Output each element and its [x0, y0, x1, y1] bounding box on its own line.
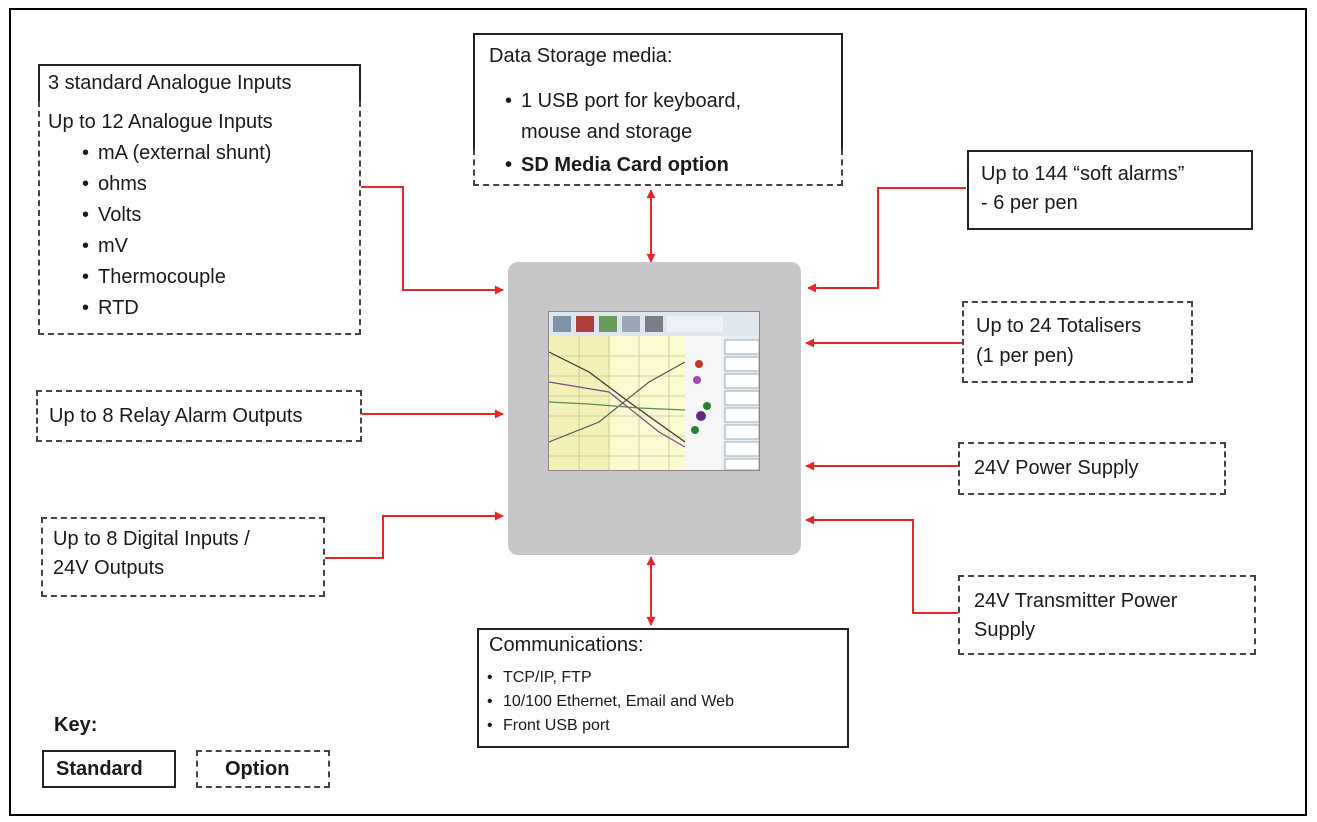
arrow-alarms [807, 187, 966, 293]
key-title: Key: [54, 714, 98, 736]
totalisers-box: Up to 24 Totalisers (1 per pen) [962, 301, 1193, 383]
recorder-screen-image [548, 311, 760, 471]
arrow-digital [325, 511, 504, 559]
analogue-input-list: mA (external shunt) ohms Volts mV Thermo… [82, 138, 271, 324]
power-supply-box: 24V Power Supply [958, 442, 1226, 495]
key-option-box: Option [196, 750, 330, 788]
storage-item-line1: 1 USB port for keyboard, [521, 90, 742, 112]
transmitter-power-line2: Supply [974, 619, 1036, 641]
arrow-analogue [360, 186, 504, 295]
list-item: RTD [82, 293, 271, 324]
list-item: ohms [82, 169, 271, 200]
key-standard-box: Standard [42, 750, 176, 788]
storage-title: Data Storage media: [489, 45, 673, 67]
storage-box: Data Storage media: 1 USB port for keybo… [473, 33, 843, 151]
digital-io-line1: Up to 8 Digital Inputs / [53, 528, 250, 550]
standard-analogue-box: 3 standard Analogue Inputs [38, 64, 361, 103]
transmitter-power-line1: 24V Transmitter Power [974, 590, 1178, 612]
soft-alarms-box: Up to 144 “soft alarms” - 6 per pen [967, 150, 1253, 230]
list-item: 10/100 Ethernet, Email and Web [487, 690, 734, 714]
list-item: mV [82, 231, 271, 262]
storage-option-list: SD Media Card option [505, 150, 729, 181]
totalisers-line2: (1 per pen) [976, 345, 1074, 367]
recorder-screen-graphic [549, 312, 759, 470]
key-standard-label: Standard [56, 758, 143, 780]
arrow-transmitter [805, 515, 958, 614]
optional-analogue-title: Up to 12 Analogue Inputs [48, 111, 273, 133]
soft-alarms-line2: - 6 per pen [981, 192, 1078, 214]
soft-alarms-line1: Up to 144 “soft alarms” [981, 163, 1185, 185]
list-item: 1 USB port for keyboard, mouse and stora… [505, 86, 742, 148]
list-item: Volts [82, 200, 271, 231]
communications-list: TCP/IP, FTP 10/100 Ethernet, Email and W… [487, 666, 736, 738]
key-option-label: Option [225, 758, 290, 780]
transmitter-power-box: 24V Transmitter Power Supply [958, 575, 1256, 655]
totalisers-line1: Up to 24 Totalisers [976, 315, 1142, 337]
list-item: Thermocouple [82, 262, 271, 293]
list-item: TCP/IP, FTP [487, 666, 734, 690]
digital-io-line2: 24V Outputs [53, 557, 165, 579]
storage-option-box: SD Media Card option [473, 149, 843, 186]
storage-item-line2: mouse and storage [521, 121, 693, 143]
list-item: mA (external shunt) [82, 138, 271, 169]
power-supply-label: 24V Power Supply [974, 457, 1139, 479]
communications-title: Communications: [489, 634, 644, 656]
list-item: Front USB port [487, 714, 734, 738]
storage-option-item: SD Media Card option [505, 150, 729, 181]
communications-box: Communications: TCP/IP, FTP 10/100 Ether… [477, 628, 849, 748]
diagram-frame [9, 8, 1307, 816]
relay-outputs-label: Up to 8 Relay Alarm Outputs [49, 405, 303, 427]
relay-outputs-box: Up to 8 Relay Alarm Outputs [36, 390, 362, 442]
storage-list: 1 USB port for keyboard, mouse and stora… [505, 86, 742, 148]
standard-analogue-title: 3 standard Analogue Inputs [48, 72, 292, 94]
digital-io-box: Up to 8 Digital Inputs / 24V Outputs [41, 517, 325, 597]
optional-analogue-box: Up to 12 Analogue Inputs mA (external sh… [38, 101, 361, 335]
